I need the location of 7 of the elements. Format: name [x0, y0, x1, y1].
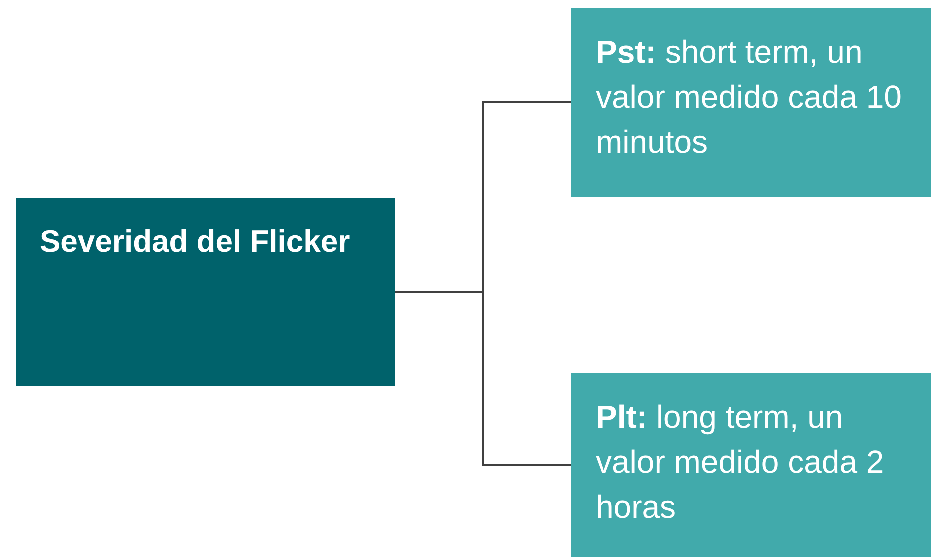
text-box	[571, 8, 931, 197]
text-box	[16, 198, 395, 386]
text-box	[571, 373, 931, 557]
box-text: Plt: long term, un valor medido cada 2 horas	[596, 398, 886, 527]
box-text: Pst: short term, un valor medido cada 10 minutos	[596, 33, 903, 162]
connector-line	[395, 291, 571, 466]
box-text: Severidad del Flicker	[40, 223, 352, 261]
